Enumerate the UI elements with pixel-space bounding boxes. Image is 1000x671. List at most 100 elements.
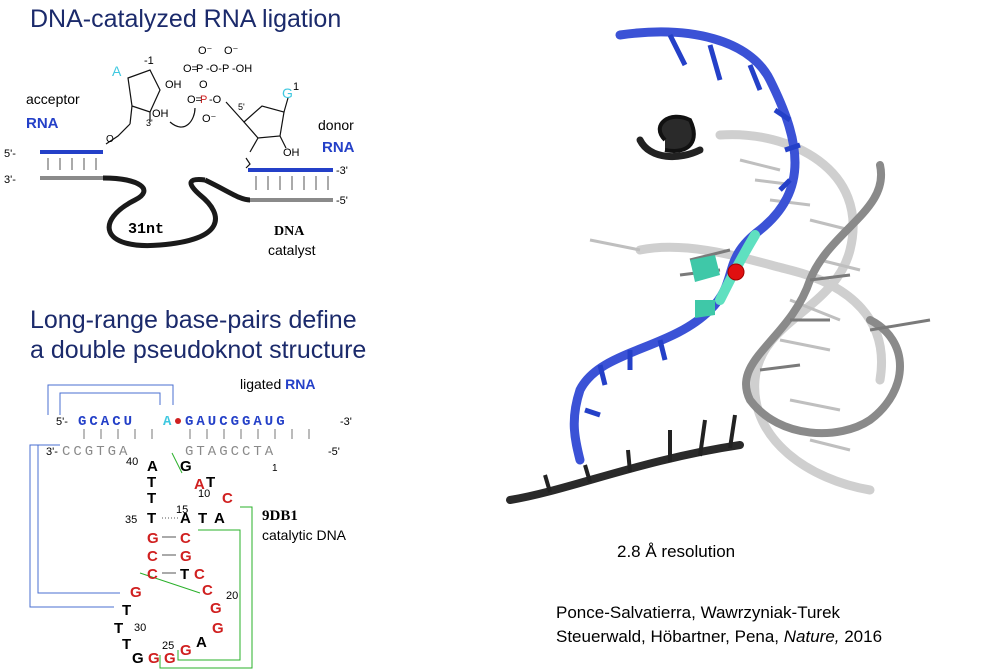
- rna-dna-pair-ticks: [83, 429, 310, 439]
- svg-text:P: P: [200, 94, 207, 106]
- acceptor-label: acceptor: [26, 91, 80, 107]
- svg-text:P: P: [196, 63, 203, 75]
- dna-loop: [102, 175, 218, 249]
- dna-backbone-light: [635, 130, 886, 495]
- acceptor-base-A: A: [112, 63, 122, 79]
- svg-text:O⁻: O⁻: [202, 113, 217, 125]
- rna-ribbon: [569, 27, 800, 465]
- ligation-site-dot: [175, 418, 181, 424]
- acceptor-5prime-O: O: [106, 134, 114, 145]
- acceptor-basepair-ticks: [47, 158, 97, 170]
- svg-text:A: A: [196, 634, 207, 651]
- donor-oh: OH: [283, 147, 300, 159]
- pos-1: 1: [272, 463, 278, 474]
- svg-text:G: G: [147, 530, 159, 547]
- pos-35: 35: [125, 514, 137, 526]
- svg-text:T: T: [147, 510, 156, 527]
- rna-5prime: 5'-: [56, 416, 68, 428]
- svg-text:O⁻: O⁻: [224, 45, 239, 57]
- rna-seq-left: GCACU: [78, 414, 135, 430]
- catalytic-dna-bases: A T T T G C C G T T T G G G G A G G C C …: [114, 458, 233, 667]
- position-numbers: 40 10 15 35 20 30 25: [125, 456, 238, 652]
- catalyst-label: catalyst: [268, 242, 316, 258]
- top-title: DNA-catalyzed RNA ligation: [30, 5, 342, 33]
- triphosphate: P P P O= -O- -OH O⁻ O⁻ O= -O O⁻ O: [183, 45, 252, 125]
- stem-pair-dashes: [162, 517, 178, 574]
- svg-text:A: A: [147, 458, 158, 475]
- rna-ligation-A: A: [163, 414, 172, 430]
- pos-20: 20: [226, 590, 238, 602]
- dna-label: DNA: [274, 224, 305, 239]
- crystal-structure-render: [506, 27, 931, 504]
- svg-text:G: G: [164, 650, 176, 667]
- donor-3prime: -3': [336, 165, 348, 177]
- svg-text:A: A: [194, 476, 205, 493]
- pos-25: 25: [162, 640, 174, 652]
- svg-text:C: C: [147, 566, 158, 583]
- light-base-sticks: [589, 158, 861, 452]
- svg-text:G: G: [130, 584, 142, 601]
- green-pair-line-1: [177, 529, 241, 661]
- svg-text:O: O: [199, 79, 208, 91]
- donor-basepair-ticks: [255, 176, 329, 190]
- citation-line2: Steuerwald, Höbartner, Pena, Nature, 201…: [556, 627, 883, 646]
- dna-seq-left: CCGTGA: [62, 444, 130, 460]
- svg-text:A: A: [214, 510, 225, 527]
- donor-rna-label: RNA: [322, 139, 355, 156]
- svg-text:G: G: [212, 620, 224, 637]
- pos-10: 10: [198, 488, 210, 500]
- svg-text:G: G: [180, 642, 192, 659]
- svg-text:O=: O=: [187, 94, 202, 106]
- donor-label: donor: [318, 117, 354, 133]
- rna-seq-right: GAUCGGAUG: [185, 414, 288, 430]
- donor-ribose: [225, 97, 289, 169]
- acceptor-oh-2prime: OH: [165, 79, 182, 91]
- svg-text:T: T: [206, 474, 215, 491]
- acceptor-minus1: -1: [144, 55, 154, 67]
- svg-text:G: G: [180, 548, 192, 565]
- dna-backbone-gray: [742, 161, 904, 438]
- svg-text:P: P: [222, 63, 229, 75]
- svg-text:G: G: [148, 650, 160, 667]
- ligation-schematic: acceptor RNA donor RNA 5'- 3'- 31nt -3' …: [4, 45, 355, 258]
- pos-15: 15: [176, 504, 188, 516]
- svg-text:G: G: [180, 458, 192, 475]
- donor-base-G: G: [282, 85, 293, 101]
- svg-text:C: C: [202, 582, 213, 599]
- svg-text:C: C: [194, 566, 205, 583]
- svg-text:-O-: -O-: [206, 63, 222, 75]
- svg-text:G: G: [210, 600, 222, 617]
- bottom-title-line1: Long-range base-pairs define: [30, 306, 357, 334]
- dna-name: 9DB1: [262, 508, 298, 524]
- svg-text:A: A: [180, 510, 191, 527]
- attack-arrow: [169, 107, 196, 128]
- acceptor-dna-3prime: 3'-: [4, 174, 16, 186]
- svg-text:O=: O=: [183, 63, 198, 75]
- acceptor-3prime-label: 3': [146, 118, 153, 128]
- acceptor-oh-3prime: OH: [152, 108, 169, 120]
- resolution-label: 2.8 Å resolution: [617, 542, 736, 561]
- ligation-site-sphere: [727, 263, 745, 281]
- dna-3prime: 3'-: [46, 446, 58, 458]
- donor-5prime-label: 5': [238, 102, 245, 112]
- bottom-title-line2: a double pseudoknot structure: [30, 336, 367, 364]
- pseudoknot-bracket-left: [37, 444, 120, 594]
- pos-40: 40: [126, 456, 138, 468]
- svg-text:O⁻: O⁻: [198, 45, 213, 57]
- svg-text:G: G: [132, 650, 144, 667]
- rna-3prime: -3': [340, 416, 352, 428]
- ligated-label: ligated RNA: [240, 376, 316, 392]
- svg-text:C: C: [222, 490, 233, 507]
- pseudoknot-bracket-top: [59, 392, 161, 415]
- svg-text:T: T: [122, 602, 131, 619]
- acceptor-5prime: 5'-: [4, 148, 16, 160]
- dark-nucleotide-top: [657, 114, 696, 153]
- svg-text:C: C: [180, 530, 191, 547]
- svg-text:T: T: [122, 636, 131, 653]
- svg-text:T: T: [114, 620, 123, 637]
- pos-30: 30: [134, 622, 146, 634]
- svg-text:T: T: [198, 510, 207, 527]
- dna-seq-right: GTAGCCTA: [185, 444, 276, 460]
- svg-text:C: C: [147, 548, 158, 565]
- citation-line1: Ponce-Salvatierra, Wawrzyniak-Turek: [556, 603, 841, 622]
